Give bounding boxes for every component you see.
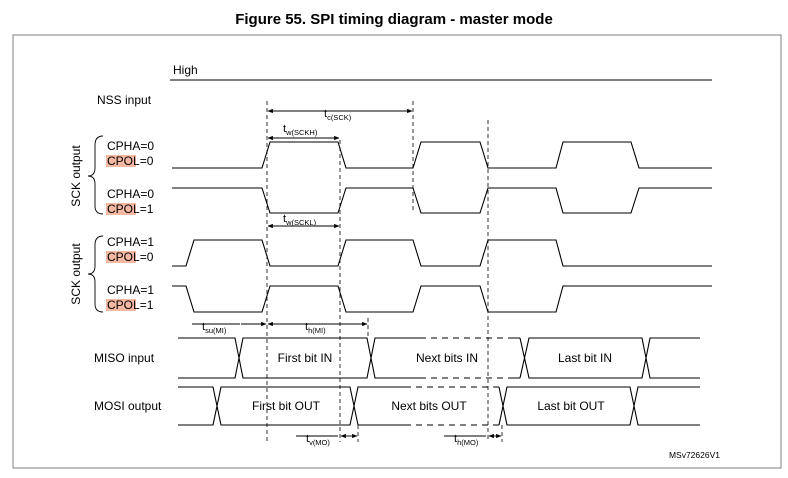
cpol-highlight-3 <box>106 251 136 263</box>
t-v-mo-label: tv(MO) <box>306 433 330 447</box>
sck-cpha1-a: CPHA=1 <box>107 235 154 249</box>
cpol-highlight-4 <box>106 299 136 311</box>
sck-output-label-2: SCK output <box>69 243 83 305</box>
sck-wave-cpha0-cpol1 <box>172 187 712 214</box>
sck-wave-cpha1-cpol0 <box>172 239 712 267</box>
mosi-wave <box>178 386 700 426</box>
cpol-highlight-2 <box>106 203 136 215</box>
sck-cpol0-label-1: CPOL=0 <box>107 154 154 168</box>
sck-group2-brace <box>87 235 104 313</box>
t-sckh-label: tw(SCKH) <box>283 123 318 137</box>
sck-cpha0-b: CPHA=0 <box>107 187 154 201</box>
miso-gap-end <box>511 337 520 379</box>
mosi-last-bit: Last bit OUT <box>537 399 605 413</box>
sck-cpol1-label-1: CPOL=1 <box>107 202 154 216</box>
sck-cpha1-b: CPHA=1 <box>107 283 154 297</box>
miso-wave <box>178 337 700 379</box>
sck-output-label-1: SCK output <box>69 145 83 207</box>
miso-first-bit: First bit IN <box>278 351 333 365</box>
nss-high-label: High <box>173 63 198 77</box>
cpol-highlight-1 <box>106 155 136 167</box>
miso-input-label: MISO input <box>94 351 155 365</box>
mosi-first-bit: First bit OUT <box>252 399 321 413</box>
reference-id: MSv72626V1 <box>669 450 720 460</box>
mosi-next-bits: Next bits OUT <box>391 399 467 413</box>
sck-cpol1-label-2: CPOL=1 <box>107 298 154 312</box>
t-h-mi-label: th(MI) <box>305 321 326 335</box>
sck-wave-cpha1-cpol1 <box>172 285 712 313</box>
t-sck-label: tc(SCK) <box>324 108 352 122</box>
nss-input-label: NSS input <box>97 93 152 107</box>
sck-cpol0-label-2: CPOL=0 <box>107 250 154 264</box>
sck-wave-cpha0-cpol0 <box>172 141 712 169</box>
t-sckl-label: tw(SCKL) <box>283 213 317 227</box>
t-h-mo-label: th(MO) <box>454 433 479 447</box>
sck-group1-brace <box>87 135 104 215</box>
t-su-mi-label: tsu(MI) <box>202 321 227 335</box>
miso-next-bits: Next bits IN <box>416 351 478 365</box>
mosi-output-label: MOSI output <box>94 399 162 413</box>
figure-title: Figure 55. SPI timing diagram - master m… <box>235 11 553 28</box>
sck-cpha0-a: CPHA=0 <box>107 139 154 153</box>
diagram-frame <box>12 34 782 469</box>
miso-last-bit: Last bit IN <box>558 351 612 365</box>
